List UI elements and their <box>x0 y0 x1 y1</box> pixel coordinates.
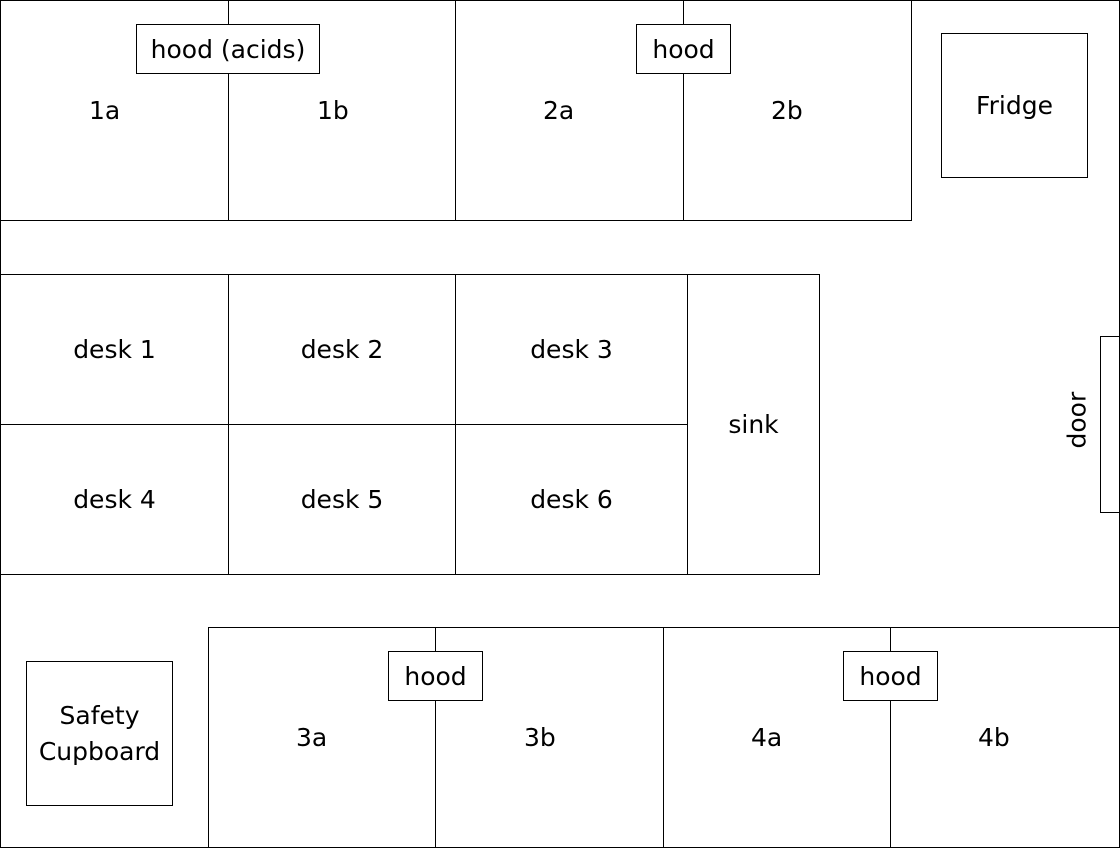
door-label: door <box>1062 391 1092 449</box>
bench-2b[interactable]: 2b <box>771 96 803 125</box>
bench-1a[interactable]: 1a <box>89 96 121 125</box>
divider-3a-3b <box>435 627 436 848</box>
hood-acids[interactable]: hood (acids) <box>136 24 320 74</box>
bench-2a[interactable]: 2a <box>543 96 575 125</box>
fridge[interactable]: Fridge <box>941 33 1088 178</box>
sink[interactable]: sink <box>687 274 820 575</box>
bench-4b[interactable]: 4b <box>978 723 1010 752</box>
bench-3b[interactable]: 3b <box>524 723 556 752</box>
desk-2[interactable]: desk 2 <box>228 274 456 425</box>
desk-3[interactable]: desk 3 <box>455 274 688 425</box>
divider-3-4 <box>663 627 664 848</box>
bench-3a[interactable]: 3a <box>296 723 328 752</box>
divider-2a-2b <box>683 0 684 221</box>
desk-1[interactable]: desk 1 <box>0 274 229 425</box>
safety-cupboard[interactable]: Safety Cupboard <box>26 661 173 806</box>
desk-6[interactable]: desk 6 <box>455 424 688 575</box>
divider-4a-4b <box>890 627 891 848</box>
divider-1-2 <box>455 0 456 221</box>
door[interactable] <box>1100 336 1120 513</box>
desk-5[interactable]: desk 5 <box>228 424 456 575</box>
desk-4[interactable]: desk 4 <box>0 424 229 575</box>
safety-cupboard-line2: Cupboard <box>38 736 161 766</box>
hood-2[interactable]: hood <box>636 24 731 74</box>
divider-1a-1b <box>228 0 229 221</box>
safety-cupboard-line1: Safety <box>59 700 140 730</box>
bench-1b[interactable]: 1b <box>317 96 349 125</box>
hood-4[interactable]: hood <box>843 651 938 701</box>
bench-4a[interactable]: 4a <box>751 723 783 752</box>
hood-3[interactable]: hood <box>388 651 483 701</box>
